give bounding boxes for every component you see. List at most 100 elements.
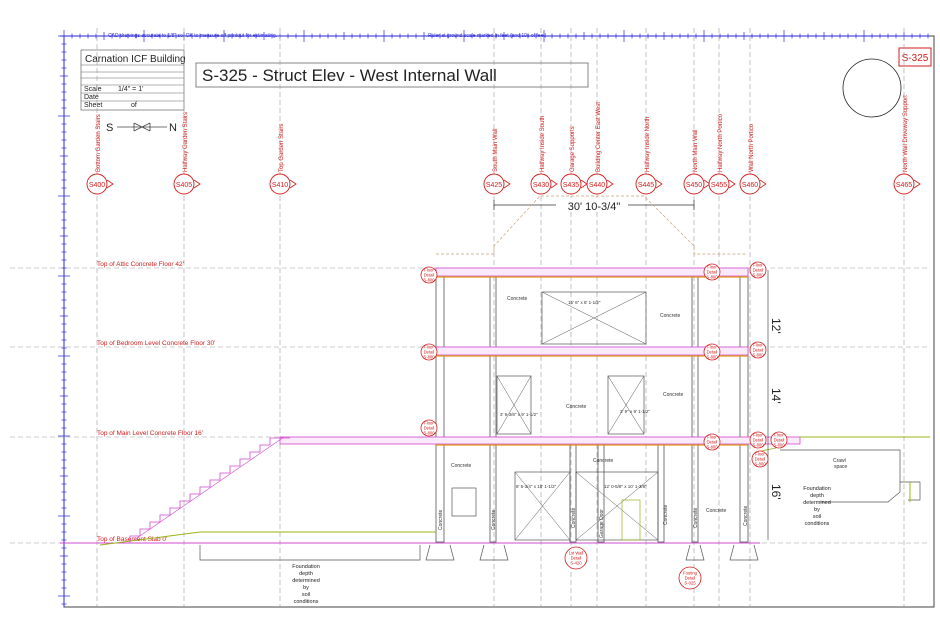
gridline-label: North Main Wall xyxy=(693,130,699,172)
concrete-labels: Concrete Concrete Concrete Concrete Conc… xyxy=(451,296,727,514)
detail-callout-text: Floor xyxy=(424,344,434,349)
foundation-note-right: Foundationdepthdeterminedbysoilcondition… xyxy=(803,486,831,527)
gridline-bubble: S430 xyxy=(530,173,558,195)
gridline-label: Halfway Garden Stairs xyxy=(183,112,189,172)
detail-callout-text: Floor xyxy=(755,451,765,456)
overall-dimension: 30' 10-3/4" xyxy=(493,198,695,213)
gridline-id: S410 xyxy=(272,182,288,189)
gridline-id: S430 xyxy=(533,182,549,189)
crawl-space-label-1: Crawl xyxy=(833,458,846,464)
top-ruler: CAD drawings accurate to 1/8" so. OK to … xyxy=(60,30,930,42)
garage-door-label: Garage Door xyxy=(599,509,605,538)
date-label: Date xyxy=(84,94,99,101)
level-label: Top of Basement Slab 0' xyxy=(97,536,167,543)
foundation-note-line: depth xyxy=(810,493,824,499)
detail-callout-text: Floor xyxy=(753,262,763,267)
gridline-label: Garage Supports xyxy=(570,126,576,172)
detail-callout-text: Detail xyxy=(707,350,718,355)
gridline-bubble: S455 xyxy=(708,173,736,195)
detail-callout-text: S-800 xyxy=(706,355,718,360)
scale-note: CAD drawings accurate to 1/8" so. OK to … xyxy=(108,33,277,39)
detail-callout-text: Detail xyxy=(424,426,435,431)
gridline-bubble: S405 xyxy=(173,173,201,195)
foundation-note-line: determined xyxy=(803,500,831,506)
scale-label: Scale xyxy=(84,86,102,93)
foundation-note-line: soil xyxy=(302,592,310,598)
concrete-label-vertical-4: Concrete xyxy=(663,504,669,525)
detail-callouts: FloorDetailS-800FloorDetailS-800FloorDet… xyxy=(420,261,788,590)
gridline-id: S465 xyxy=(896,182,912,189)
foundation-note-line: soil xyxy=(813,514,821,520)
detail-callout-text: S-800 xyxy=(706,275,718,280)
concrete-label-attic-right: Concrete xyxy=(660,313,681,319)
level-line: Top of Main Level Concrete Floor 16' xyxy=(10,430,930,438)
gridline-bubble: S440 xyxy=(586,173,614,195)
detail-callout-text: S-800 xyxy=(752,443,764,448)
detail-callout-text: S-025 xyxy=(684,581,696,586)
svg-text:S: S xyxy=(106,122,113,134)
detail-callout-text: Footing xyxy=(683,570,698,575)
gridline-label: Top Garden Stairs xyxy=(279,124,285,172)
gridline-label: Bottom Garden Stairs xyxy=(96,114,102,172)
gridline-bubble: S450 xyxy=(683,173,711,195)
foundation-note-line: depth xyxy=(299,571,313,577)
detail-callout-text: S-800 xyxy=(706,445,718,450)
concrete-label-attic-left: Concrete xyxy=(507,296,528,302)
level-label: Top of Attic Concrete Floor 42' xyxy=(97,261,184,268)
detail-callout-text: Floor xyxy=(424,420,434,425)
detail-callout-text: S-800 xyxy=(754,462,766,467)
svg-text:N: N xyxy=(169,122,177,134)
bedroom-right-opening-label: 3' 9" x 9' 1-1/2" xyxy=(620,409,650,414)
compass: S N xyxy=(106,122,177,134)
detail-callout-text: Floor xyxy=(774,432,784,437)
dimension-12: 12' xyxy=(769,318,783,334)
detail-callout-text: Detail xyxy=(753,348,764,353)
gridline-label: South Main Wall xyxy=(493,129,499,172)
title-block: Carnation ICF Building Scale 1/4" = 1' D… xyxy=(80,49,186,111)
garden-stairs xyxy=(129,437,290,543)
gridline-bubble: S425 xyxy=(483,173,511,195)
foundation-note-line: determined xyxy=(292,578,320,584)
gridline-bubble: S465 xyxy=(893,173,921,195)
gridline-id: S445 xyxy=(638,182,654,189)
concrete-label-north: Concrete xyxy=(706,508,727,514)
bedroom-left-opening-label: 3' 9-3/8" x 9' 1-1/2" xyxy=(500,412,538,417)
foundation-note-line: Foundation xyxy=(803,486,831,492)
gridline-id: S460 xyxy=(742,182,758,189)
drawing-title: S-325 - Struct Elev - West Internal Wall xyxy=(202,66,497,85)
roof-outline xyxy=(436,195,746,255)
attic-opening-label: 15' 6" x 8' 1-1/2" xyxy=(568,300,601,305)
main-right-opening-label: 12' 0-5/8" x 10' 1-3/8" xyxy=(604,484,647,489)
foundation-note-line: by xyxy=(303,585,309,591)
detail-callout-text: Floor xyxy=(707,264,717,269)
concrete-label-bedroom-right: Concrete xyxy=(663,392,684,398)
gridline-label: Building Center East West xyxy=(596,102,602,172)
foundation-note-line: conditions xyxy=(805,521,830,527)
concrete-label-main-center: Concrete xyxy=(593,458,614,464)
gridline-id: S440 xyxy=(589,182,605,189)
dimension-width: 30' 10-3/4" xyxy=(568,201,621,213)
north-circle xyxy=(842,58,902,118)
concrete-label-vertical-3: Concrete xyxy=(571,507,577,528)
gridline-bubble: S400 xyxy=(86,173,114,195)
